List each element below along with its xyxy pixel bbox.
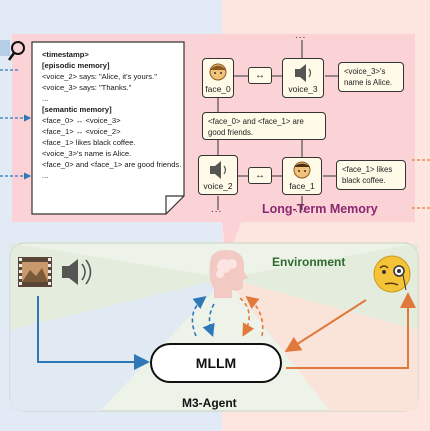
ellipsis-top: ... xyxy=(295,30,307,41)
node-label: voice_3 xyxy=(288,84,318,94)
voice-icon xyxy=(210,161,227,179)
ltm-title: Long-Term Memory xyxy=(262,202,378,216)
node-voice-3: voice_3 xyxy=(282,58,324,98)
link-face0-voice3: ↔ xyxy=(248,67,272,84)
arrow-env-to-mllm xyxy=(284,299,367,353)
note-timestamp: <timestamp> xyxy=(42,50,89,59)
arrow-memory-to-mllm-blue xyxy=(202,303,215,337)
node-label: face_1 xyxy=(289,181,315,191)
ellipsis-bottom-right: ... xyxy=(295,204,307,215)
env-ray-orange xyxy=(226,278,418,411)
arrow-mllm-to-memory-orange xyxy=(245,296,264,337)
note-semantic-line: ... xyxy=(42,171,49,180)
note-semantic-header: [semantic memory] xyxy=(42,105,112,114)
memory-note: <timestamp> [episodic memory] <voice_2> … xyxy=(42,49,182,181)
magnifier-icon xyxy=(0,40,25,61)
face-icon xyxy=(209,63,227,81)
note-semantic-line: <face_0> and <face_1> are good friends. xyxy=(42,160,182,169)
note-episodic-line: <voice_3> says: "Thanks." xyxy=(42,83,132,92)
agent-title: M3-Agent xyxy=(182,396,237,410)
node-face-0: face_0 xyxy=(202,58,234,98)
note-episodic-line: ... xyxy=(42,94,49,103)
note-episodic-header: [episodic memory] xyxy=(42,61,110,70)
memory-note-shape xyxy=(31,41,185,215)
brain-head-icon xyxy=(209,250,248,298)
node-label: voice_2 xyxy=(203,181,233,191)
note-semantic-line: <face_1> ↔ <voice_2> xyxy=(42,127,121,136)
arrow-mllm-to-env xyxy=(286,292,416,369)
node-voice-2: voice_2 xyxy=(198,155,238,195)
environment-title: Environment xyxy=(272,255,346,269)
relation-voice3-name: <voice_3>'s name is Alice. xyxy=(338,62,404,92)
env-ray-blue xyxy=(10,278,226,411)
voice-icon xyxy=(295,64,312,82)
arrow-input-to-mllm xyxy=(37,296,150,370)
relation-coffee: <face_1> likes black coffee. xyxy=(336,160,406,190)
arrow-mllm-to-memory-blue xyxy=(191,296,207,337)
relation-friends: <face_0> and <face_1> are good friends. xyxy=(202,112,326,140)
note-semantic-line: <face_0> ↔ <voice_3> xyxy=(42,116,121,125)
film-icon xyxy=(18,257,52,287)
ellipsis-bottom-left: ... xyxy=(211,204,223,215)
mllm-box: MLLM xyxy=(150,343,282,383)
note-episodic-line: <voice_2> says: "Alice, it's yours." xyxy=(42,72,157,81)
monocle-face-icon xyxy=(373,255,411,293)
note-semantic-line: <face_1> likes black coffee. xyxy=(42,138,136,147)
speaker-icon xyxy=(62,259,92,285)
note-semantic-line: <voice_3>'s name is Alice. xyxy=(42,149,132,158)
env-ray-right xyxy=(226,243,418,330)
memory-note-fold xyxy=(165,195,184,214)
arrow-memory-to-mllm-orange xyxy=(239,297,255,337)
link-voice2-face1: ↔ xyxy=(248,167,272,184)
face-icon xyxy=(293,161,311,179)
node-label: face_0 xyxy=(205,84,231,94)
node-face-1: face_1 xyxy=(282,157,322,195)
env-ray-left xyxy=(10,243,226,330)
